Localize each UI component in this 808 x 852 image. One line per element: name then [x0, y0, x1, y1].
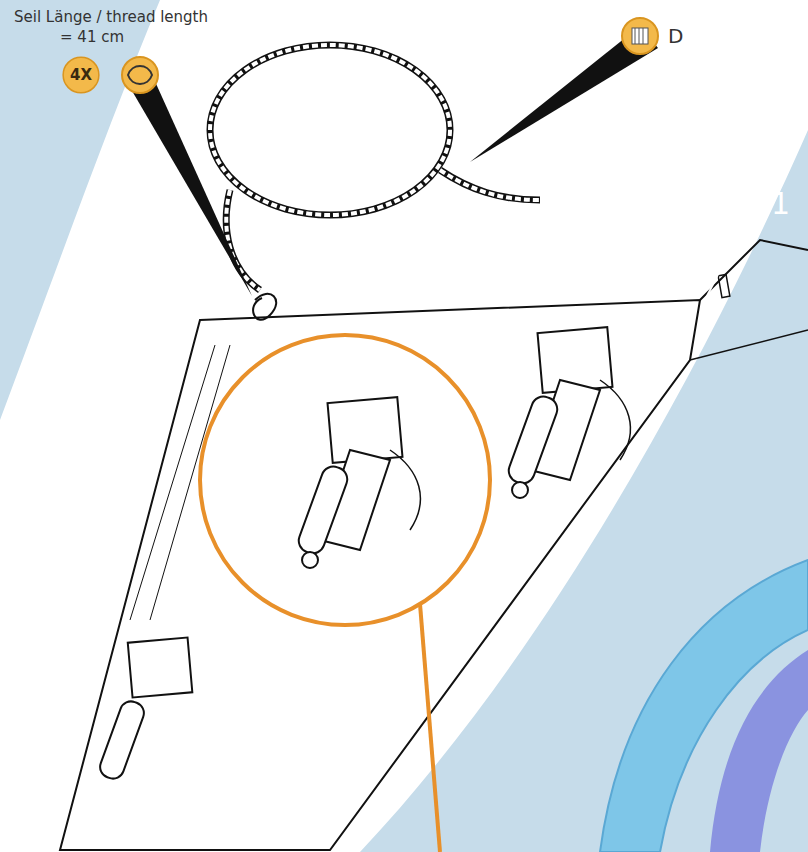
callout-number: 11	[752, 186, 790, 221]
part-letter: D	[668, 24, 683, 48]
dimension-label: Seil Länge / thread length	[14, 8, 208, 26]
count-text: 4X	[70, 66, 92, 84]
dimension-value: = 41 cm	[60, 28, 124, 46]
count-badge: 4X	[62, 56, 100, 94]
